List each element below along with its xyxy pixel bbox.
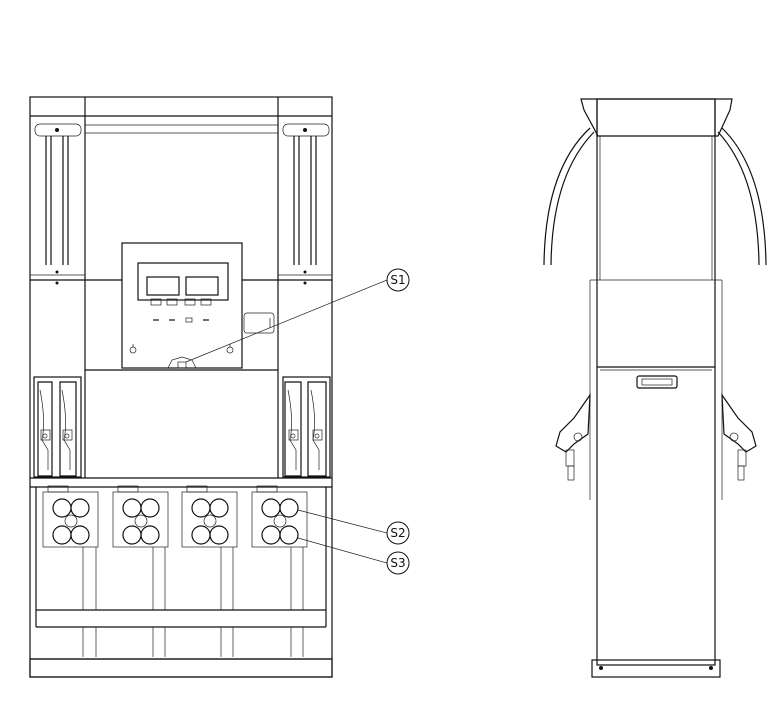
callout-label-s3: S3: [390, 556, 405, 570]
front-view: [29, 96, 333, 678]
callout-label-s1: S1: [390, 273, 405, 287]
left-hose-column: [30, 123, 85, 285]
callout-s2: S2: [297, 509, 410, 545]
callout-label-s2: S2: [390, 526, 405, 540]
callout-s1: S1: [185, 268, 410, 363]
meter-unit-3: [181, 485, 238, 548]
side-view: [543, 98, 767, 678]
display-head: [121, 242, 243, 369]
card-reader: [243, 312, 275, 334]
left-nozzles: [33, 376, 82, 478]
meter-unit-2: [112, 485, 169, 548]
callout-s3: S3: [297, 537, 410, 575]
right-nozzles: [282, 376, 331, 478]
side-left-nozzle: [555, 392, 591, 481]
right-hose-column: [278, 123, 332, 285]
front-outer-frame: [29, 96, 333, 678]
meter-unit-4: [251, 485, 308, 548]
meter-unit-1: [42, 485, 99, 548]
side-right-nozzle: [721, 392, 757, 481]
